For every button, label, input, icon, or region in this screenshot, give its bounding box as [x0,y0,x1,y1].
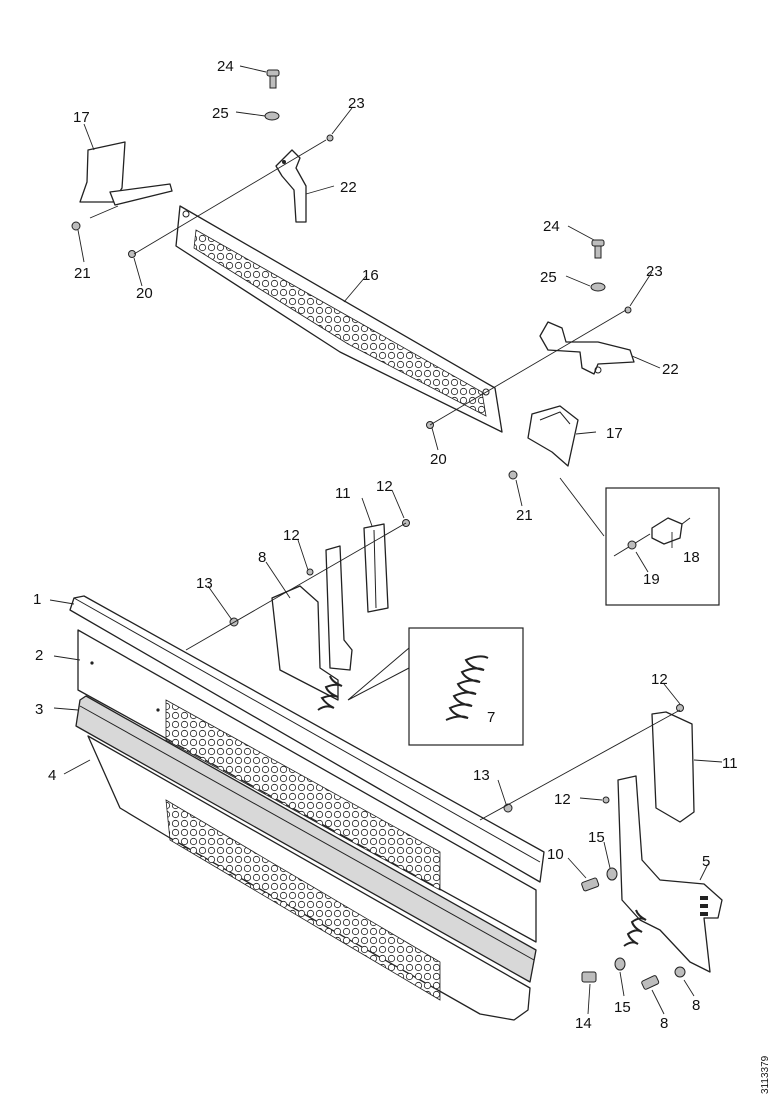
part-16-upper-grille-bar [175,205,503,433]
label-22-right: 22 [662,361,679,378]
part-17-guard-right [527,405,579,467]
part-labels: 24 25 23 17 22 21 20 16 24 25 23 22 17 2… [33,58,738,1032]
label-20-left: 20 [136,285,153,302]
part-25-nut-top [264,111,280,121]
label-15-bottom: 15 [614,999,631,1016]
label-17-right: 17 [606,425,623,442]
label-25-right: 25 [540,269,557,286]
part-14-bolt [581,971,597,983]
label-21-right: 21 [516,507,533,524]
label-5: 5 [702,853,710,870]
label-23-top: 23 [348,95,365,112]
label-11-top: 11 [335,485,351,502]
part-12-nut-d [602,796,610,804]
label-12-b: 12 [283,527,300,544]
part-12-nut-b [306,568,314,576]
label-20-right: 20 [430,451,447,468]
part-4-lower-grille [87,735,531,1021]
label-3: 3 [35,701,43,718]
label-25-top: 25 [212,105,229,122]
label-12-d: 12 [554,791,571,808]
label-16: 16 [362,267,379,284]
label-8-mid: 8 [258,549,266,566]
part-23-nut-right [624,306,632,314]
label-24-top: 24 [217,58,234,75]
part-8-hinge-plate [271,545,353,701]
spring-mid [317,675,343,711]
part-7-spring [445,655,489,721]
label-12-c: 12 [651,671,668,688]
label-14: 14 [575,1015,592,1032]
part-25-nut-right [590,282,606,292]
part-1-top-trim [69,595,545,883]
part-8-nut-bottom [674,966,686,978]
label-13-a: 13 [196,575,213,592]
label-8-bottom-a: 8 [660,1015,668,1032]
part-24-bolt-right [591,239,605,259]
part-5-hinge-plate [617,775,723,973]
drawing-number: 3113379 [760,1055,771,1094]
part-19-screw [613,533,651,557]
label-2: 2 [35,647,43,664]
part-24-bolt-top [266,69,280,89]
spring-right [623,909,647,947]
label-24-right: 24 [543,218,560,235]
part-15-washer-top [606,867,618,881]
label-10: 10 [547,846,564,863]
label-17-left: 17 [73,109,90,126]
label-1: 1 [33,591,41,608]
part-11-hinge-bracket-top [363,523,389,613]
label-4: 4 [48,767,56,784]
label-13-b: 13 [473,767,490,784]
part-3-middle-trim [75,695,537,983]
part-20-nut-left [128,250,136,258]
part-22-bracket-top [275,149,307,223]
label-15-top: 15 [588,829,605,846]
part-8-bolt-bottom [641,975,660,990]
part-11-hinge-bracket-right [651,711,695,823]
part-15-washer-bottom [614,957,626,971]
detail-frame-18-19 [605,487,720,606]
label-8-bottom-b: 8 [692,997,700,1014]
part-23-nut-top [326,134,334,142]
part-17-guard-left [79,141,173,206]
part-10-bolt [581,877,600,892]
label-7: 7 [487,709,495,726]
detail-frame-7 [408,627,524,746]
label-18: 18 [683,549,700,566]
label-21-left: 21 [74,265,91,282]
label-11-right: 11 [722,755,738,772]
part-21-bolt-right [508,470,518,480]
label-22-top: 22 [340,179,357,196]
part-12-nut-c [676,704,684,712]
part-18-clip [651,517,691,545]
part-13-bolt-b [503,803,513,813]
leader-lines [49,65,723,1015]
label-12-a: 12 [376,478,393,495]
label-19: 19 [643,571,660,588]
part-21-bolt-left [71,221,81,231]
part-22-bracket-right [539,321,635,375]
part-2-grille-panel [77,629,537,943]
label-23-right: 23 [646,263,663,280]
